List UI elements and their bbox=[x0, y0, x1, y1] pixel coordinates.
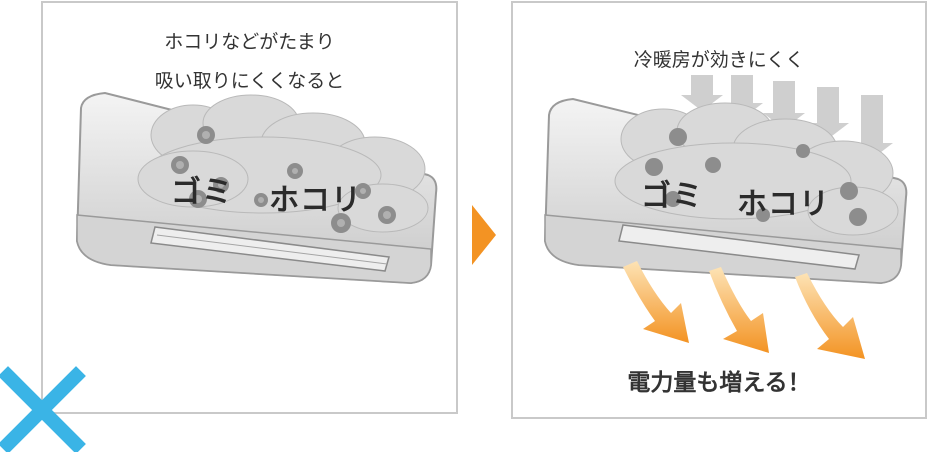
left-caption-line1: ホコリなどがたまり bbox=[164, 31, 335, 53]
blue-x-mark-icon bbox=[0, 366, 86, 452]
power-warning-text: 電力量も増える！ bbox=[627, 370, 811, 396]
right-caption: 冷暖房が効きにくく bbox=[633, 49, 805, 71]
right-dirt-label: ホコリ bbox=[737, 187, 830, 222]
orange-chevron-right-icon bbox=[472, 205, 496, 265]
left-dirt-label: ホコリ bbox=[269, 183, 362, 218]
left-panel: ホコリなどがたまり 吸い取りにくくなると bbox=[41, 1, 458, 414]
dirty-air-conditioner-illustration bbox=[75, 91, 438, 285]
orange-airflow-arrow-icon bbox=[623, 261, 865, 359]
left-caption-line2: 吸い取りにくくなると bbox=[154, 70, 345, 92]
left-dust-label: ゴミ bbox=[171, 175, 233, 210]
right-panel: 冷暖房が効きにくく bbox=[511, 1, 927, 419]
inefficient-air-conditioner-illustration bbox=[543, 75, 908, 359]
right-dust-label: ゴミ bbox=[641, 179, 703, 214]
dust-particle-icon bbox=[645, 128, 867, 226]
